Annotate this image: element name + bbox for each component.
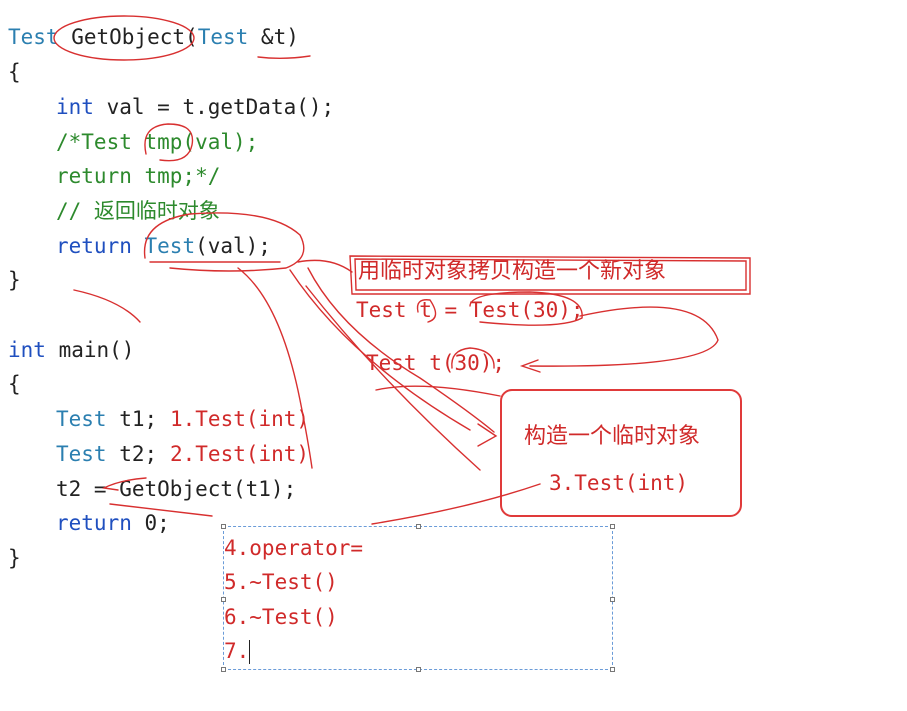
type-token: Test (56, 407, 107, 431)
ink-arrow-to-frame (297, 259, 353, 273)
code-line-15: return 0; (56, 510, 170, 536)
code-line-1: Test GetObject(Test &t) (8, 24, 299, 50)
annotation-copy-construct-note: 用临时对象拷贝构造一个新对象 (358, 259, 667, 284)
keyword-token: int (56, 95, 94, 119)
code-text: main() (45, 338, 135, 362)
ink-line-low (109, 503, 213, 517)
code-line-12: Test t1; (56, 406, 157, 432)
annotation-step2: 2.Test(int) (170, 442, 310, 466)
code-text: 0; (131, 511, 170, 535)
keyword-token: return (56, 234, 132, 258)
keyword-token: int (8, 338, 46, 362)
ink-arrow-getobject (101, 477, 147, 491)
resize-handle-sw[interactable] (221, 667, 226, 672)
annotation-step3: 3.Test(int) (549, 471, 689, 495)
code-text: val = t.getData(); (93, 95, 335, 119)
annotation-step1: 1.Test(int) (170, 407, 310, 431)
ink-circle-getobject (53, 15, 195, 61)
code-line-11: { (8, 372, 21, 396)
ink-circle-test30 (469, 291, 583, 326)
annotation-temp-object-note: 构造一个临时对象 (524, 424, 701, 449)
ink-arrowhead-box (477, 423, 498, 447)
ink-stroke-left (73, 289, 141, 323)
textbox-line-7-text: 7. (224, 639, 250, 663)
type-token: Test (144, 234, 196, 258)
ink-stroke-mid (237, 267, 313, 469)
code-line-14: t2 = GetObject(t1); (56, 477, 297, 501)
keyword-token: return (56, 511, 132, 535)
ink-underline-ref (257, 55, 311, 59)
code-text: (val); (195, 234, 271, 258)
text-caret (249, 640, 251, 664)
resize-handle-w[interactable] (221, 597, 226, 602)
code-text: t2; (106, 442, 158, 466)
type-token: Test (8, 25, 59, 49)
code-line-6-comment: // 返回临时对象 (56, 199, 220, 223)
textbox-line-4: 4.operator= (224, 536, 364, 560)
resize-handle-e[interactable] (610, 597, 615, 602)
code-line-2: { (8, 60, 21, 84)
annotation-example1: Test t = Test(30); (356, 298, 584, 322)
selected-text-box[interactable]: 4.operator= 5.~Test() 6.~Test() 7. (221, 524, 615, 672)
type-token: Test (56, 442, 107, 466)
resize-handle-ne[interactable] (610, 524, 615, 529)
ink-circle-30 (451, 347, 495, 369)
paren-token: ( (185, 25, 198, 49)
code-line-5-comment: return tmp;*/ (56, 164, 221, 188)
ink-line-long (375, 385, 501, 397)
code-line-7: return Test(val); (56, 233, 271, 259)
textbox-line-7[interactable]: 7. (224, 638, 251, 664)
ink-line-step3 (371, 483, 541, 525)
ink-circle-tmp (144, 123, 194, 162)
code-line-4-comment: /*Test tmp(val); (56, 130, 259, 154)
textbox-line-5: 5.~Test() (224, 570, 338, 594)
textbox-line-6: 6.~Test() (224, 605, 338, 629)
param-ref-token: &t) (260, 25, 299, 49)
ink-curve-to-box (307, 267, 495, 433)
ink-circle-test-return (143, 212, 305, 272)
code-text: t1; (106, 407, 158, 431)
code-line-3: int val = t.getData(); (56, 94, 334, 120)
code-line-8: } (8, 268, 21, 292)
ink-arrowhead-example2 (519, 359, 541, 373)
temp-object-callout-box[interactable] (500, 389, 742, 517)
resize-handle-nw[interactable] (221, 524, 226, 529)
param-type-token: Test (197, 25, 249, 49)
code-line-10: int main() (8, 337, 134, 363)
ink-frame-chinese (349, 255, 751, 295)
resize-handle-se[interactable] (610, 667, 615, 672)
function-name: GetObject (71, 25, 186, 49)
ink-circle-t (416, 299, 437, 323)
code-line-16: } (8, 546, 21, 570)
resize-handle-s[interactable] (416, 667, 421, 672)
ink-loop-right (529, 306, 719, 367)
resize-handle-n[interactable] (416, 524, 421, 529)
code-line-13: Test t2; (56, 441, 157, 467)
ink-frame-chinese-inner (354, 258, 747, 291)
ink-stroke-diagonal (305, 285, 481, 471)
